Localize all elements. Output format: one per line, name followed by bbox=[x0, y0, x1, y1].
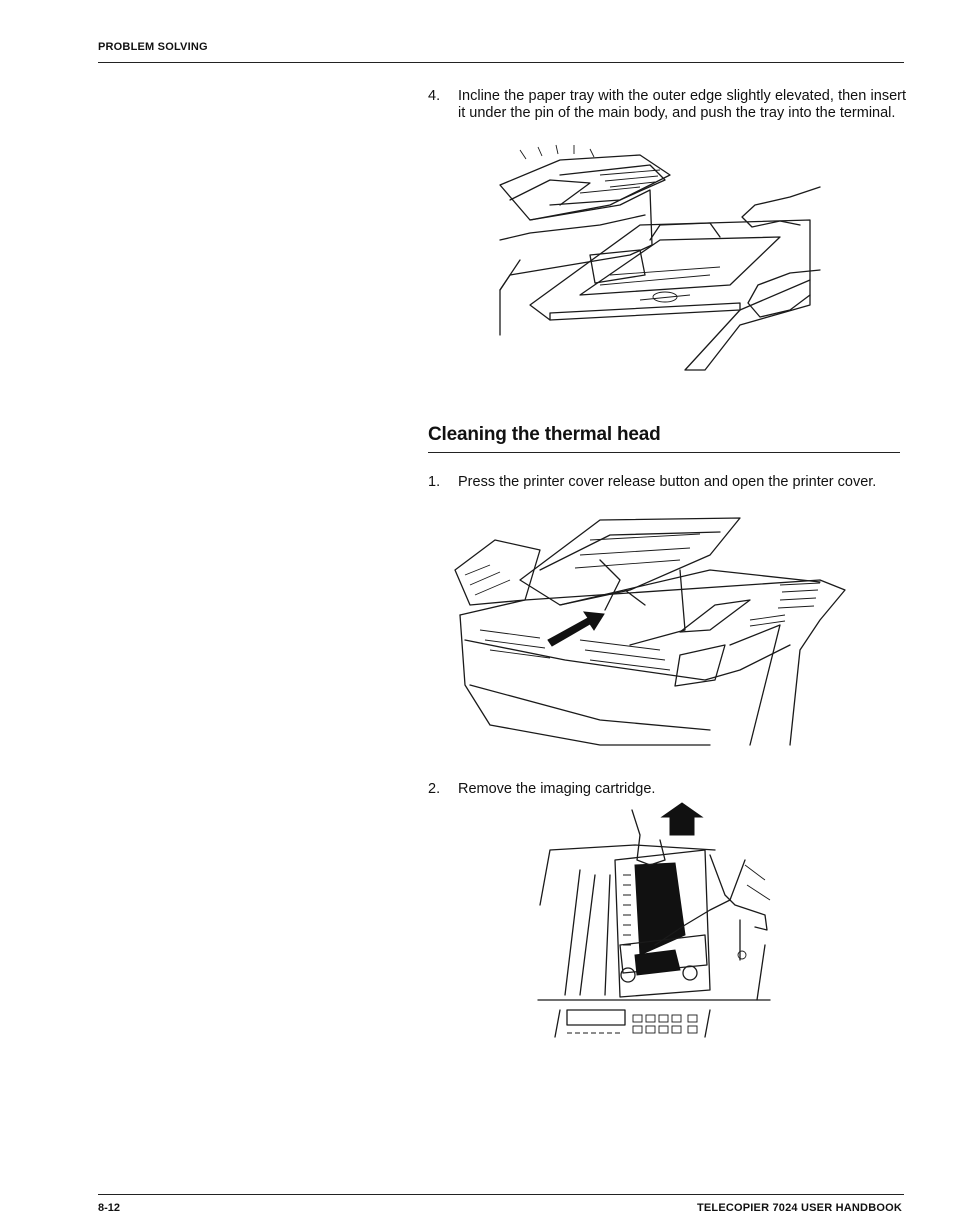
step-text: Incline the paper tray with the outer ed… bbox=[458, 88, 906, 121]
step-2: 2. Remove the imaging cartridge. bbox=[428, 781, 906, 798]
imaging-cartridge-illustration bbox=[537, 802, 771, 1038]
release-arrow-icon bbox=[547, 611, 605, 647]
step-number: 4. bbox=[428, 88, 441, 104]
machine-interior bbox=[537, 844, 771, 1001]
imaging-cartridge bbox=[614, 849, 711, 998]
footer-title: TELECOPIER 7024 USER HANDBOOK bbox=[696, 1202, 902, 1214]
paper-tray-illustration bbox=[499, 144, 821, 371]
step-text: Press the printer cover release button a… bbox=[458, 474, 877, 490]
step-1: 1. Press the printer cover release butto… bbox=[428, 474, 906, 491]
footer-rule bbox=[98, 1194, 904, 1195]
step-number: 2. bbox=[428, 781, 441, 797]
header-rule bbox=[98, 62, 904, 63]
running-header: PROBLEM SOLVING bbox=[98, 41, 208, 53]
paper-tray bbox=[529, 219, 811, 371]
fax-machine-body bbox=[499, 144, 671, 336]
page-number: 8-12 bbox=[98, 1202, 121, 1214]
open-printer-cover bbox=[454, 517, 741, 606]
section-title: Cleaning the thermal head bbox=[428, 424, 661, 445]
control-panel bbox=[554, 1009, 711, 1038]
printer-cover-illustration bbox=[454, 517, 846, 746]
step-4: 4. Incline the paper tray with the outer… bbox=[428, 88, 906, 122]
section-rule bbox=[428, 452, 900, 453]
machine-body bbox=[459, 559, 846, 746]
step-text: Remove the imaging cartridge. bbox=[458, 781, 656, 797]
hands bbox=[741, 186, 821, 318]
step-number: 1. bbox=[428, 474, 441, 490]
lift-arrow-icon bbox=[660, 802, 704, 836]
hands bbox=[631, 809, 746, 946]
